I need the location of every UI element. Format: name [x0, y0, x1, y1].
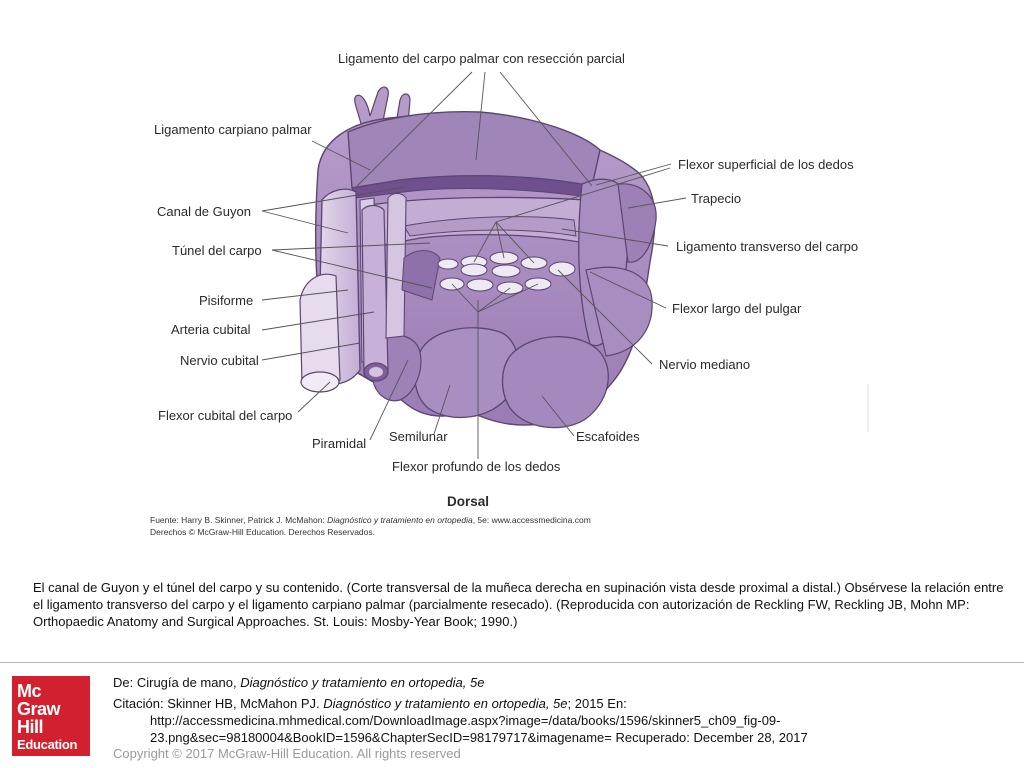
mcgraw-hill-logo: Mc Graw Hill Education [12, 676, 90, 756]
label-nervio-mediano: Nervio mediano [659, 357, 751, 372]
label-dorsal: Dorsal [447, 494, 490, 509]
figure-caption: El canal de Guyon y el túnel del carpo y… [33, 580, 1004, 629]
source-url-line-2[interactable]: 23.png&sec=98180004&BookID=1596&ChapterS… [150, 730, 808, 745]
source-citation: Citación: Skinner HB, McMahon PJ. Diagnó… [113, 696, 627, 711]
label-arteria-cubital: Arteria cubital [171, 322, 251, 337]
label-flexor-cubital-carpo: Flexor cubital del carpo [158, 408, 293, 423]
tendon [460, 263, 488, 277]
label-flexor-profundo: Flexor profundo de los dedos [392, 459, 561, 474]
citation-prefix: Citación: Skinner HB, McMahon PJ. [113, 696, 324, 711]
source-from-prefix: De: Cirugía de mano, [113, 675, 241, 690]
logo-line-1: Mc [17, 681, 42, 701]
arteria-cubital-tube [361, 204, 389, 375]
logo-line-3: Hill [17, 717, 44, 737]
label-canal-guyon: Canal de Guyon [157, 204, 251, 219]
label-flexor-superficial: Flexor superficial de los dedos [678, 157, 854, 172]
label-pisiforme: Pisiforme [199, 293, 254, 308]
arteria-lumen-inner [369, 367, 383, 377]
label-nervio-cubital: Nervio cubital [180, 353, 259, 368]
label-ligamento-carpiano-palmar: Ligamento carpiano palmar [154, 122, 312, 137]
footer-divider [0, 662, 1024, 663]
tendon [548, 261, 576, 277]
label-trapecio: Trapecio [691, 191, 742, 206]
tendon [466, 278, 494, 292]
wrist-cross-section-illustration [261, 71, 869, 459]
escafoides-bone [501, 336, 609, 429]
nervio-cubital-tube [385, 192, 407, 339]
leader-lines [261, 71, 687, 459]
credit-prefix: Fuente: Harry B. Skinner, Patrick J. McM… [150, 515, 328, 525]
credit-book-title: Diagnóstico y tratamiento en ortopedia [327, 515, 473, 525]
citation-title: Diagnóstico y tratamiento en ortopedia, … [323, 696, 568, 711]
flexor-cubital-cut-end [300, 371, 340, 393]
tendon [491, 264, 521, 278]
figure-credit-line-1: Fuente: Harry B. Skinner, Patrick J. McM… [150, 515, 591, 525]
tendon [437, 258, 459, 270]
source-from-title: Diagnóstico y tratamiento en ortopedia, … [240, 675, 485, 690]
logo-line-2: Graw [17, 699, 61, 719]
credit-suffix: , 5e: www.accessmedicina.com [472, 515, 591, 525]
citation-suffix: ; 2015 En: [567, 696, 627, 711]
label-tunel-carpo: Túnel del carpo [172, 243, 262, 258]
transverse-ligament-inner [403, 216, 577, 237]
radial-lower-mass [585, 266, 653, 357]
label-semilunar: Semilunar [389, 429, 448, 444]
label-flexor-largo-pulgar: Flexor largo del pulgar [672, 301, 802, 316]
vessel-branches [354, 86, 389, 129]
label-ligamento-transverso: Ligamento transverso del carpo [676, 239, 859, 254]
label-ligamento-carpo-palmar-reseccion: Ligamento del carpo palmar con resección… [338, 51, 625, 66]
logo-line-4: Education [17, 737, 78, 752]
label-escafoides: Escafoides [576, 429, 640, 444]
label-piramidal: Piramidal [312, 436, 367, 451]
figure-credit-line-2: Derechos © McGraw-Hill Education. Derech… [150, 527, 375, 537]
anatomy-figure: Ligamento del carpo palmar con resección… [150, 51, 869, 537]
source-url-line-1[interactable]: http://accessmedicina.mhmedical.com/Down… [150, 713, 781, 728]
copyright-notice: Copyright © 2017 McGraw-Hill Education. … [113, 746, 461, 761]
source-from: De: Cirugía de mano, Diagnóstico y trata… [113, 675, 484, 690]
